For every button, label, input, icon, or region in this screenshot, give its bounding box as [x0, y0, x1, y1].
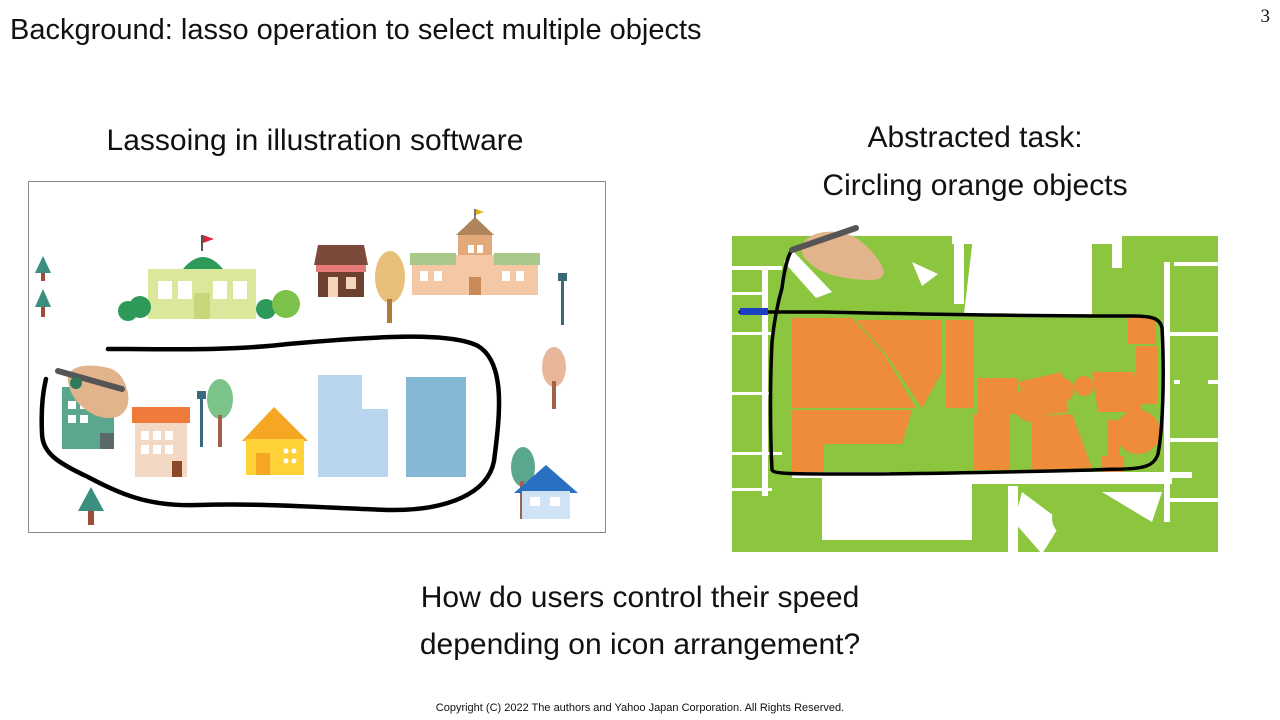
bush-icon [118, 290, 300, 321]
copyright-notice: Copyright (C) 2022 The authors and Yahoo… [435, 702, 845, 714]
lasso-stroke [39, 334, 502, 513]
question-line2: depending on icon arrangement? [419, 628, 861, 661]
lasso-stroke [738, 246, 1165, 476]
building-icon [318, 375, 388, 477]
tree-icon [375, 251, 405, 323]
street-lamp-icon [558, 273, 567, 325]
shop-icon [314, 245, 368, 297]
research-question: How do users control their speed dependi… [340, 574, 940, 668]
tree-icon [78, 487, 104, 525]
tree-icon [542, 347, 566, 409]
abstracted-task-scene [732, 222, 1218, 554]
tree-icon [207, 379, 233, 447]
page-number: 3 [1260, 6, 1271, 27]
street-lamp-icon [197, 391, 206, 447]
hand-pen-icon [55, 365, 129, 419]
building-icon [148, 235, 256, 319]
orange-targets [792, 318, 1160, 472]
tree-icon [35, 256, 51, 281]
right-caption-line1: Abstracted task: [867, 121, 1083, 154]
building-icon [410, 209, 540, 295]
tree-icon [35, 289, 51, 317]
house-icon [132, 407, 190, 477]
illustration-scene [35, 209, 578, 525]
question-line1: How do users control their speed [420, 581, 860, 614]
start-marker [740, 308, 768, 315]
right-caption: Abstracted task: Circling orange objects [770, 114, 1180, 210]
slide-title: Background: lasso operation to select mu… [10, 14, 702, 46]
left-caption: Lassoing in illustration software [106, 124, 524, 157]
illustration-frame [28, 181, 606, 533]
hand-pen-icon [789, 225, 884, 280]
white-paths [732, 222, 1218, 554]
building-icon [406, 377, 466, 477]
house-icon [514, 465, 578, 519]
house-icon [242, 407, 308, 475]
green-shapes [978, 372, 1208, 538]
right-caption-line2: Circling orange objects [822, 169, 1128, 202]
